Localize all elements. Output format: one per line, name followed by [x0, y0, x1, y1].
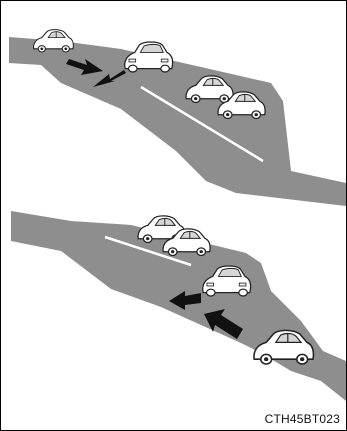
- upper-road: [9, 37, 346, 206]
- figure-code-label: CTH45BT023: [265, 412, 340, 426]
- upper-panel: [9, 30, 346, 206]
- car-icon: [34, 30, 74, 52]
- car-icon: [125, 42, 173, 72]
- lower-panel: [11, 211, 346, 401]
